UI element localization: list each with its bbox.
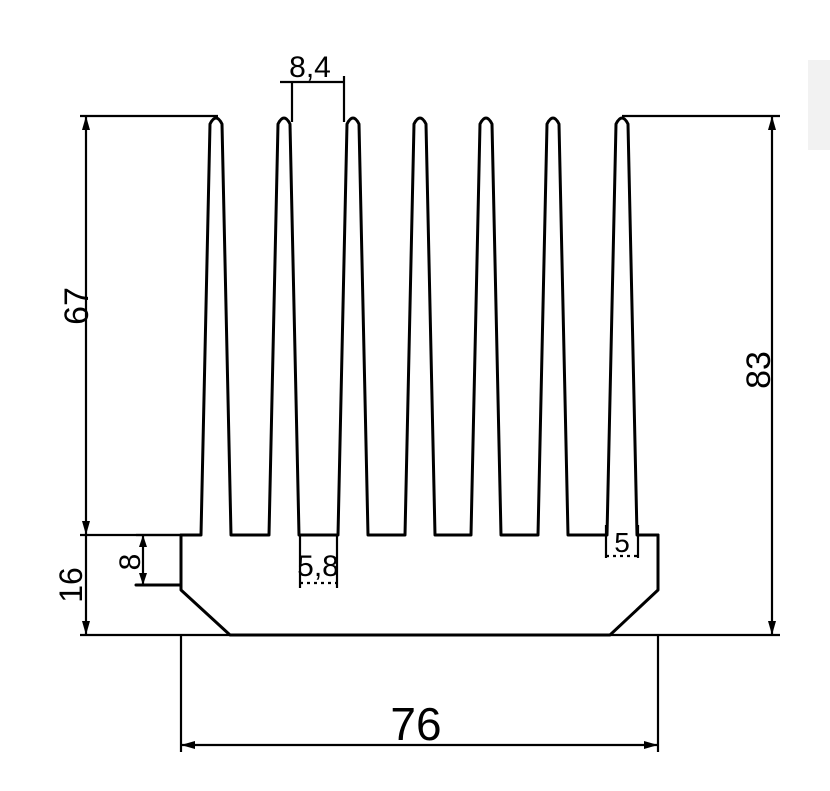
dim-label-total-width: 76 <box>390 698 441 750</box>
dim-label-fin-height: 67 <box>58 287 96 325</box>
dim-arrow-67-top <box>82 116 90 130</box>
dim-arrow-16-bottom <box>82 621 90 635</box>
dim-arrow-8-bottom <box>139 573 147 585</box>
dim-label-total-height: 83 <box>740 351 778 389</box>
dim-label-base-height: 16 <box>53 567 89 603</box>
dim-label-fin-pitch: 8,4 <box>289 51 331 84</box>
dim-label-fin-tip: 5 <box>614 527 630 558</box>
fin-profile <box>179 116 660 537</box>
dim-label-base-step: 8 <box>114 554 147 571</box>
dim-arrow-83-top <box>768 116 776 130</box>
heatsink-base-outline <box>179 533 660 637</box>
fin-group <box>179 116 660 537</box>
dim-arrow-83-bottom <box>768 621 776 635</box>
page-edge-strip <box>808 60 830 150</box>
dim-arrow-76-right <box>644 741 658 749</box>
dim-label-fin-gap: 5,8 <box>297 550 339 583</box>
dim-arrow-67-bottom <box>82 521 90 535</box>
dim-arrow-76-left <box>181 741 195 749</box>
dim-arrow-8-top <box>139 535 147 547</box>
